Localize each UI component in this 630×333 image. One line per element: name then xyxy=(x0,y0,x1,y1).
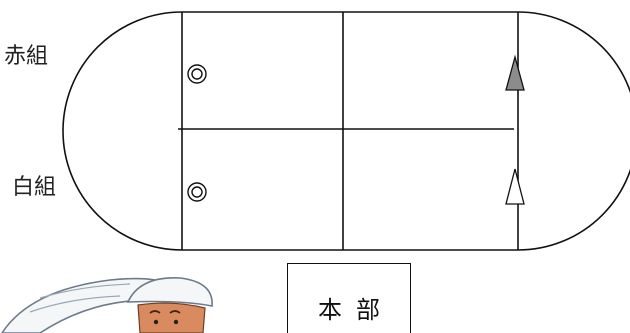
headquarters-box: 本部 xyxy=(287,263,411,333)
child-with-sun-hat-icon xyxy=(1,277,213,333)
double-circle-icon xyxy=(187,182,207,202)
red-team-cone-icon xyxy=(505,54,525,91)
white-team-label: 白組 xyxy=(12,175,57,200)
red-team-label: 赤組 xyxy=(4,44,49,69)
double-circle-icon xyxy=(187,64,207,84)
track-outline xyxy=(62,11,630,251)
headquarters-label: 本部 xyxy=(318,296,394,324)
white-team-cone-icon xyxy=(505,168,525,205)
